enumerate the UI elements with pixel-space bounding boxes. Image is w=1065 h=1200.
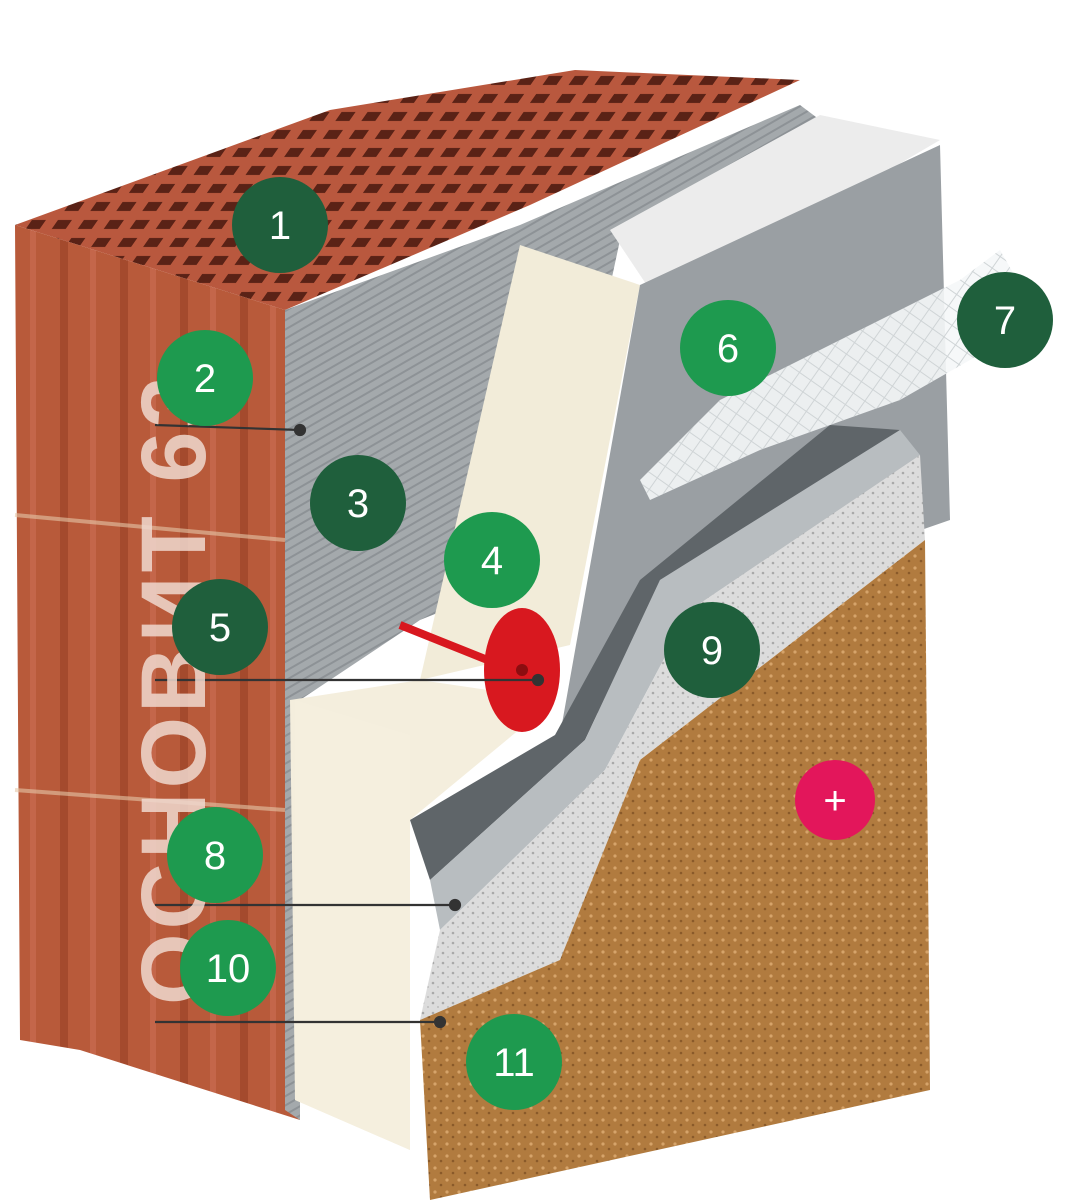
marker-label: 11 bbox=[493, 1041, 535, 1085]
marker-circle bbox=[664, 602, 760, 698]
marker-label: 2 bbox=[194, 357, 216, 401]
marker-label: 7 bbox=[994, 299, 1016, 343]
marker-label: 3 bbox=[347, 482, 369, 526]
marker-2[interactable]: 2 bbox=[157, 330, 253, 426]
marker-label: 1 bbox=[269, 204, 291, 248]
decorative-plaster bbox=[420, 455, 925, 1020]
marker-label: 9 bbox=[701, 629, 723, 673]
marker-3[interactable]: 3 bbox=[310, 455, 406, 551]
marker-1[interactable]: 1 bbox=[232, 177, 328, 273]
marker-circle bbox=[180, 920, 276, 1016]
marker-circle bbox=[167, 807, 263, 903]
marker-label: 5 bbox=[209, 606, 231, 650]
markers: 1 2 3 4 5 6 7 8 9 10 11 + bbox=[157, 177, 1053, 1110]
marker-circle bbox=[232, 177, 328, 273]
marker-label: 4 bbox=[481, 539, 503, 583]
marker-circle bbox=[310, 455, 406, 551]
marker-circle bbox=[444, 512, 540, 608]
leader-lines bbox=[154, 423, 545, 1029]
brand-text: ОСНОВИТ 63 bbox=[123, 372, 225, 1005]
marker-label: 6 bbox=[717, 327, 739, 371]
marker-5[interactable]: 5 bbox=[172, 579, 268, 675]
marker-label: + bbox=[823, 779, 846, 823]
marker-11[interactable]: 11 bbox=[466, 1014, 562, 1110]
marker-circle bbox=[157, 330, 253, 426]
marker-circle bbox=[680, 300, 776, 396]
marker-4[interactable]: 4 bbox=[444, 512, 540, 608]
marker-label: 8 bbox=[204, 834, 226, 878]
marker-circle bbox=[466, 1014, 562, 1110]
marker-7[interactable]: 7 bbox=[957, 272, 1053, 368]
marker-circle bbox=[172, 579, 268, 675]
marker-8[interactable]: 8 bbox=[167, 807, 263, 903]
marker-circle bbox=[795, 760, 875, 840]
dowel-anchor bbox=[398, 608, 560, 732]
marker-label: 10 bbox=[206, 947, 251, 991]
marker-6[interactable]: 6 bbox=[680, 300, 776, 396]
adhesive-layer bbox=[285, 105, 820, 1120]
base-coat-layer bbox=[410, 425, 900, 880]
primer-layer bbox=[430, 430, 920, 930]
marker-plus[interactable]: + bbox=[795, 760, 875, 840]
marker-9[interactable]: 9 bbox=[664, 602, 760, 698]
marker-10[interactable]: 10 bbox=[180, 920, 276, 1016]
marker-circle bbox=[957, 272, 1053, 368]
